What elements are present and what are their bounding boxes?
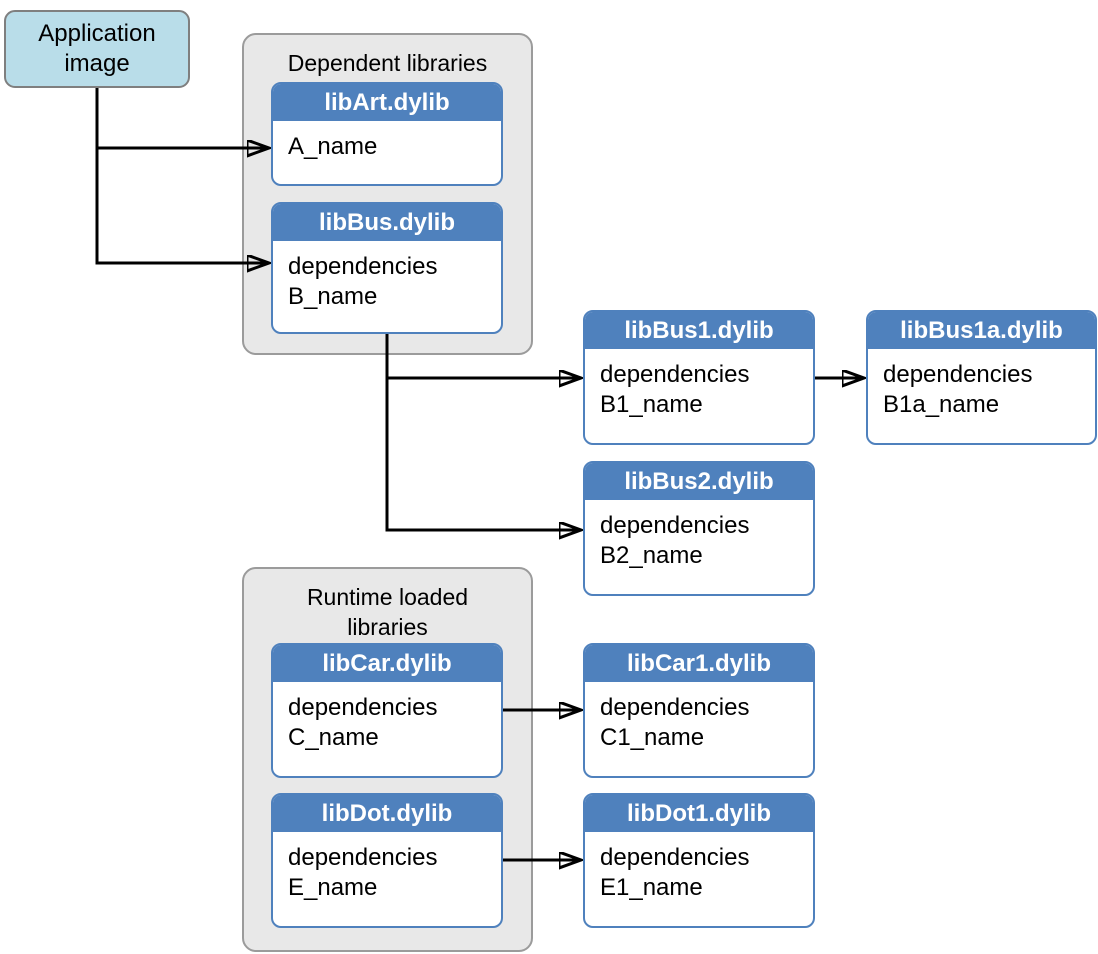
card-libcar-line: C_name <box>288 724 379 751</box>
card-libdot1-line: dependencies <box>600 844 750 871</box>
card-libcar-line: dependencies <box>288 694 438 721</box>
card-libbus1a-line: B1a_name <box>883 391 1000 418</box>
group-dependent-libraries-title: Dependent libraries <box>287 50 488 76</box>
card-libdot1: libDot1.dylib dependencies E1_name <box>583 793 815 928</box>
card-libbus1: libBus1.dylib dependencies B1_name <box>583 310 815 445</box>
card-libbus: libBus.dylib dependencies B_name <box>271 202 503 334</box>
card-libbus2-title: libBus2.dylib <box>585 463 813 503</box>
card-libcar1: libCar1.dylib dependencies C1_name <box>583 643 815 778</box>
card-libart-title: libArt.dylib <box>273 84 501 124</box>
card-libcar: libCar.dylib dependencies C_name <box>271 643 503 778</box>
card-libbus1a: libBus1a.dylib dependencies B1a_name <box>866 310 1097 445</box>
group-runtime-loaded-libraries-title: Runtime loaded libraries <box>306 584 469 640</box>
card-libcar1-title: libCar1.dylib <box>585 645 813 685</box>
card-libdot1-title: libDot1.dylib <box>585 795 813 835</box>
card-libcar1-line: C1_name <box>600 724 705 751</box>
card-libdot-line: dependencies <box>288 844 438 871</box>
card-libbus-title: libBus.dylib <box>273 204 501 244</box>
card-libart: libArt.dylib A_name <box>271 82 503 186</box>
card-libbus1a-line: dependencies <box>883 361 1033 388</box>
card-libcar-title: libCar.dylib <box>273 645 501 685</box>
node-application-image: Application image <box>4 10 190 88</box>
card-libbus1-line: B1_name <box>600 391 703 418</box>
card-libbus2: libBus2.dylib dependencies B2_name <box>583 461 815 596</box>
card-libdot1-line: E1_name <box>600 874 703 901</box>
card-libdot-title: libDot.dylib <box>273 795 501 835</box>
card-libbus1a-title: libBus1a.dylib <box>868 312 1095 352</box>
card-libbus2-line: dependencies <box>600 512 750 539</box>
card-libbus-line: dependencies <box>288 253 438 280</box>
card-libart-line: A_name <box>288 133 378 160</box>
card-libdot: libDot.dylib dependencies E_name <box>271 793 503 928</box>
card-libbus1-title: libBus1.dylib <box>585 312 813 352</box>
card-libbus-line: B_name <box>288 283 378 310</box>
node-application-image-label: Application image <box>38 20 156 77</box>
card-libdot-line: E_name <box>288 874 378 901</box>
card-libbus2-line: B2_name <box>600 542 703 569</box>
card-libcar1-line: dependencies <box>600 694 750 721</box>
card-libbus1-line: dependencies <box>600 361 750 388</box>
